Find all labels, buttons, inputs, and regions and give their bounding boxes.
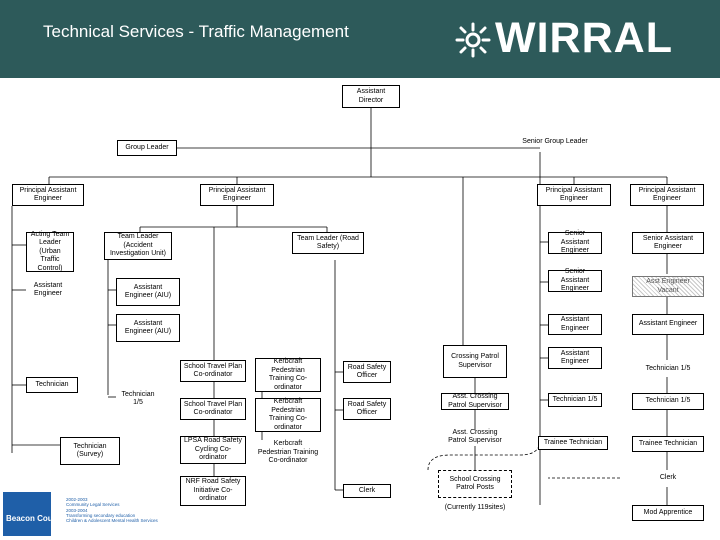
senior-group-leader-label: Senior Group Leader (522, 137, 588, 145)
senior-assistant-engineer-3-box: Senior Assistant Engineer (548, 268, 602, 292)
senior-assistant-engineer-1-box: Senior Assistant Engineer (548, 230, 602, 254)
technician-right-1-label: Technician 1/5 (645, 364, 691, 372)
assistant-engineer-left-label: Assistant Engineer (33, 281, 63, 298)
principal-engineer-4-box: Principal Assistant Engineer (630, 184, 704, 206)
assistant-engineer-r3-box: Assistant Engineer (548, 347, 602, 369)
page-title: Technical Services - Traffic Management (43, 22, 349, 41)
school-travel-plan-2-box: School Travel Plan Co-ordinator (180, 398, 246, 420)
trainee-technician-1-box: Trainee Technician (538, 436, 608, 450)
assistant-engineer-aiu-2-box: Assistant Engineer (AIU) (116, 314, 180, 342)
header-banner: Technical Services - Traffic Management … (0, 0, 720, 78)
school-crossing-patrol-box: School Crossing Patrol Posts (438, 470, 512, 498)
award-line: Children & Adolescent Mental Health Serv… (66, 518, 158, 524)
kerbcraft-2-box: Kerbcraft Pedestrian Training Co-ordinat… (255, 398, 321, 432)
principal-engineer-1-box: Principal Assistant Engineer (12, 184, 84, 206)
mod-apprentice-box: Mod Apprentice (632, 505, 704, 521)
kerbcraft-1-box: Kerbcraft Pedestrian Training Co-ordinat… (255, 358, 321, 392)
school-travel-plan-1-box: School Travel Plan Co-ordinator (180, 360, 246, 382)
beacon-council-icon (3, 492, 51, 536)
beacon-council-logo: Beacon Council (6, 514, 67, 523)
assistant-engineer-aiu-1-box: Assistant Engineer (AIU) (116, 278, 180, 306)
technician-right-2-box: Technician 1/5 (548, 393, 602, 407)
acting-team-leader-box: Acting Team Leader (Urban Traffic Contro… (26, 231, 74, 272)
principal-engineer-3-box: Principal Assistant Engineer (537, 184, 611, 206)
kerbcraft-3-label: Kerbcraft Pedestrian Training Co-ordinat… (257, 440, 319, 465)
award-line: Transforming secondary education (66, 512, 136, 518)
assistant-director-box: Assistant Director (342, 85, 400, 108)
clerk-mid-box: Clerk (343, 484, 391, 498)
technician-left-box: Technician (26, 377, 78, 393)
assistant-engineer-r1-box: Assistant Engineer (548, 314, 602, 335)
road-safety-officer-2-box: Road Safety Officer (343, 398, 391, 420)
team-leader-road-safety-box: Team Leader (Road Safety) (292, 232, 364, 254)
currently-sites-label: (Currently 119sites) (444, 503, 506, 511)
assistant-engineer-r2-box: Assistant Engineer (632, 314, 704, 335)
technician-right-3-box: Technician 1/5 (632, 393, 704, 410)
crossing-patrol-supervisor-box: Crossing Patrol Supervisor (443, 345, 507, 378)
lpsa-cycling-box: LPSA Road Safety Cycling Co-ordinator (180, 436, 246, 464)
wirral-emblem-icon (455, 22, 491, 58)
principal-engineer-2-box: Principal Assistant Engineer (200, 184, 274, 206)
award-line: 2002-2003 (66, 497, 88, 502)
award-line: 2003-2004 (66, 507, 88, 513)
technician-survey-box: Technician (Survey) (60, 437, 120, 465)
award-line: Community Legal Services (66, 502, 120, 508)
asst-crossing-patrol-1-box: Asst. Crossing Patrol Supervisor (441, 393, 509, 410)
clerk-right-label: Clerk (659, 473, 677, 481)
asst-engineer-vacant-box: Asst Engineer Vacant (632, 276, 704, 297)
road-safety-officer-1-box: Road Safety Officer (343, 361, 391, 383)
beacon-awards: 2002-2003 Community Legal Services 2003-… (66, 497, 158, 523)
asst-crossing-patrol-2-label: Asst. Crossing Patrol Supervisor (448, 428, 502, 445)
technician-1-5-label: Technician 1/5 (121, 390, 155, 407)
senior-assistant-engineer-2-box: Senior Assistant Engineer (632, 232, 704, 254)
trainee-technician-2-box: Trainee Technician (632, 436, 704, 452)
nrf-initiative-box: NRF Road Safety Initiative Co-ordinator (180, 476, 246, 506)
team-leader-aiu-box: Team Leader (Accident Investigation Unit… (104, 232, 172, 260)
wirral-logo: WIRRAL (495, 14, 673, 62)
group-leader-box: Group Leader (117, 140, 177, 156)
